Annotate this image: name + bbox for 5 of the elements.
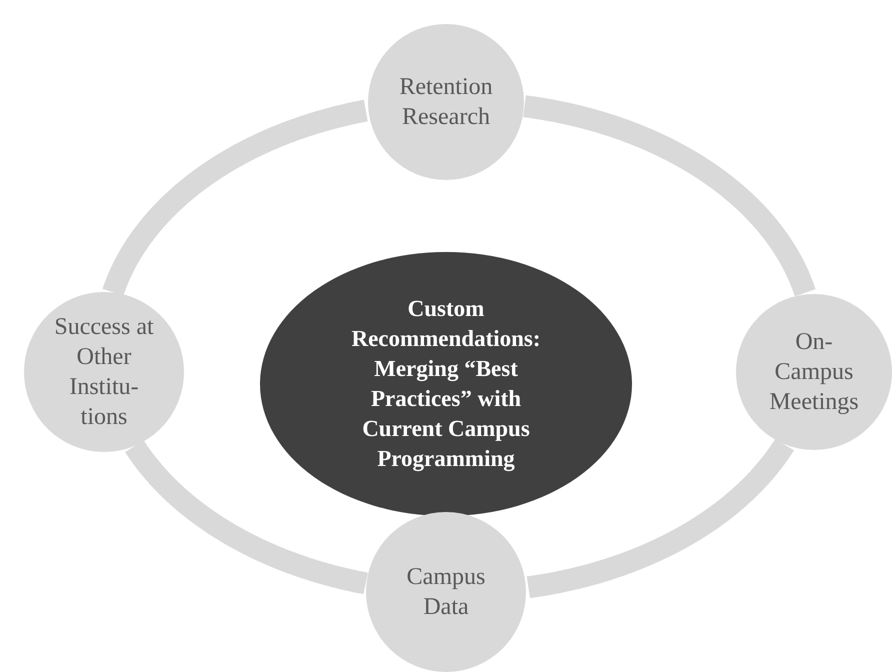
- topic-label: Success at Other Institu-tions: [54, 313, 154, 432]
- topic-label: Retention Research: [398, 73, 494, 132]
- topic-label: On-Campus Meetings: [768, 328, 860, 417]
- center-label: Custom Recommendations: Merging “Best Practices” with Current Campus Programming: [350, 295, 542, 474]
- topic-label: Campus Data: [406, 563, 486, 622]
